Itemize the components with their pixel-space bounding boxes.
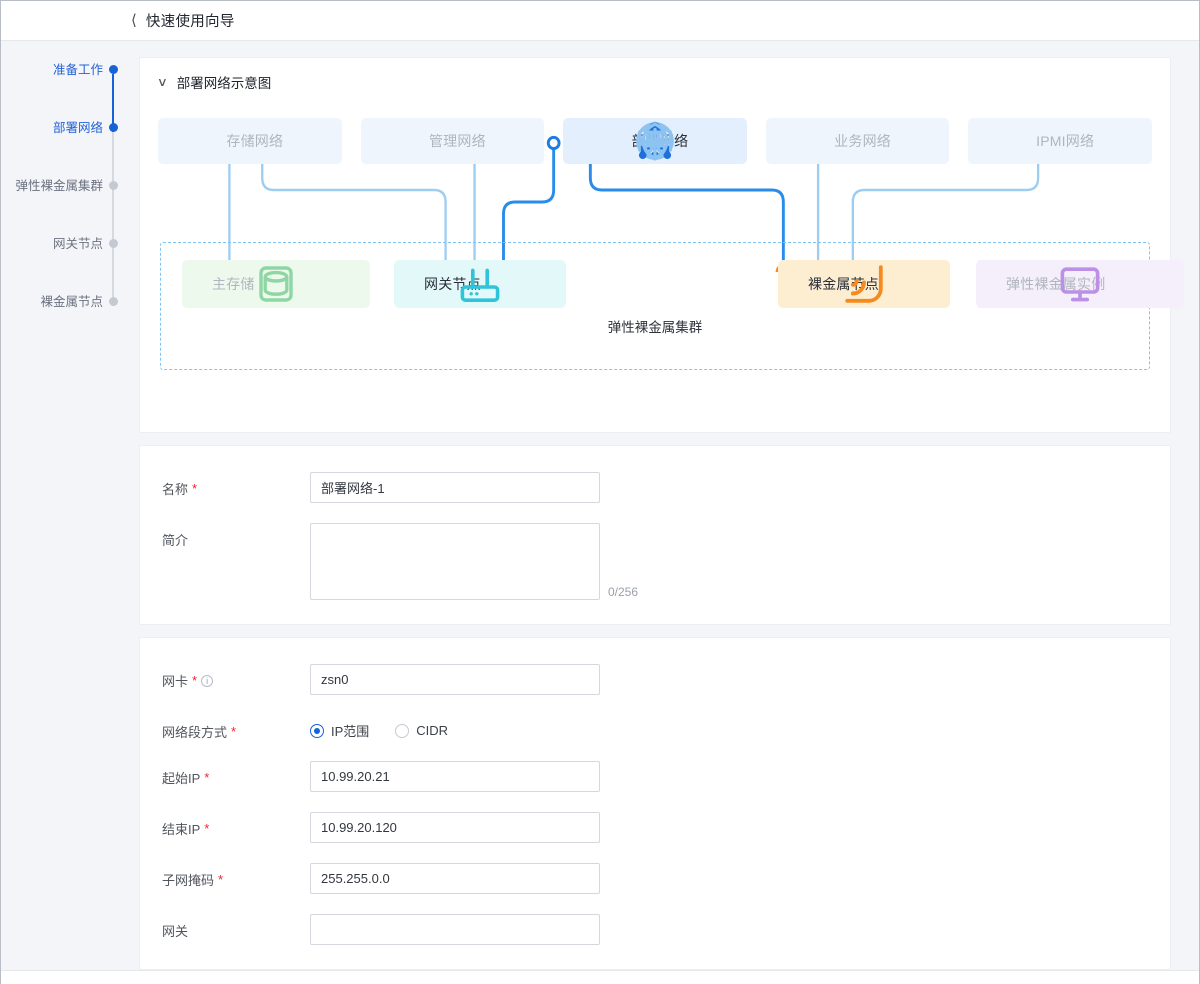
step-label: 裸金属节点 bbox=[40, 295, 103, 309]
step-label: 部署网络 bbox=[52, 121, 103, 135]
sidebar-item-bare-metal-cluster[interactable]: 弹性裸金属集群 bbox=[1, 179, 123, 248]
steps-rail: 准备工作 部署网络 弹性裸金属集群 网关节点 裸金属节点 bbox=[1, 41, 123, 970]
node-chip-label: 弹性裸金属实例 bbox=[1006, 276, 1106, 292]
cluster-caption: 弹性裸金属集群 bbox=[607, 320, 703, 335]
label-nic: 网卡 * i bbox=[140, 664, 310, 690]
label-text: 起始IP bbox=[162, 771, 201, 786]
step-connector bbox=[112, 190, 114, 248]
node-chip-gateway[interactable]: 网关节点 bbox=[394, 260, 566, 308]
required-marker: * bbox=[218, 872, 224, 887]
label-text: 网络段方式 bbox=[162, 725, 228, 740]
sidebar-item-prepare[interactable]: 准备工作 bbox=[1, 63, 123, 132]
label-netmask: 子网掩码 * bbox=[140, 863, 310, 889]
top-bar: ⟨ 快速使用向导 bbox=[1, 1, 1199, 41]
required-marker: * bbox=[231, 724, 237, 739]
node-chip-label: 主存储 bbox=[212, 276, 255, 292]
form-row-start-ip: 起始IP * bbox=[140, 761, 1170, 792]
label-start-ip: 起始IP * bbox=[140, 761, 310, 787]
label-text: 结束IP bbox=[162, 822, 201, 837]
form-row-segment-mode: 网络段方式 * IP范围 CIDR bbox=[140, 715, 1170, 741]
basic-info-form: 名称 * 简介 0/256 bbox=[139, 445, 1171, 625]
form-row-end-ip: 结束IP * bbox=[140, 812, 1170, 843]
form-row-gateway: 网关 bbox=[140, 914, 1170, 945]
step-dot bbox=[109, 123, 118, 132]
label-text: 网关 bbox=[162, 924, 189, 939]
label-end-ip: 结束IP * bbox=[140, 812, 310, 838]
node-chip-elastic-instance[interactable]: 弹性裸金属实例 bbox=[976, 260, 1184, 308]
node-chip-bare-metal[interactable]: 裸金属节点 bbox=[778, 260, 950, 308]
panel-header: ∨ 部署网络示意图 bbox=[156, 72, 1152, 92]
label-text: 名称 bbox=[162, 482, 189, 497]
description-textarea[interactable] bbox=[310, 523, 600, 600]
radio-mark bbox=[395, 723, 410, 738]
end-ip-input[interactable] bbox=[310, 812, 600, 843]
chevron-left-icon[interactable]: ⟨ bbox=[131, 12, 137, 29]
network-topology: 存储网络 管理网络 bbox=[158, 98, 1184, 418]
step-dot bbox=[109, 239, 118, 248]
radio-label: CIDR bbox=[416, 723, 449, 738]
node-chip-primary-storage[interactable]: 主存储 bbox=[182, 260, 370, 308]
step-dot bbox=[109, 65, 118, 74]
sidebar-item-gateway-node[interactable]: 网关节点 bbox=[1, 237, 123, 306]
required-marker: * bbox=[192, 673, 198, 688]
step-label: 准备工作 bbox=[52, 63, 103, 77]
form-row-name: 名称 * bbox=[140, 472, 1170, 503]
label-text: 网卡 bbox=[162, 674, 189, 689]
required-marker: * bbox=[204, 770, 210, 785]
required-marker: * bbox=[204, 821, 210, 836]
chevron-down-icon[interactable]: ∨ bbox=[156, 75, 168, 89]
network-card-ipmi[interactable]: IPMI网络 bbox=[638, 118, 1152, 164]
label-segment-mode: 网络段方式 * bbox=[140, 715, 310, 741]
radio-mark bbox=[310, 723, 324, 738]
step-connector bbox=[112, 248, 114, 306]
form-row-netmask: 子网掩码 * bbox=[140, 863, 1170, 894]
step-connector bbox=[112, 132, 114, 190]
step-connector bbox=[112, 74, 114, 132]
label-description: 简介 bbox=[140, 523, 310, 549]
network-card-business[interactable]: 业务网络 bbox=[641, 118, 950, 164]
required-marker: * bbox=[192, 481, 198, 496]
netmask-input[interactable] bbox=[310, 863, 600, 894]
form-row-description: 简介 0/256 bbox=[140, 523, 1170, 600]
segment-mode-radio-group: IP范围 CIDR bbox=[310, 715, 448, 740]
network-cards-row: 存储网络 管理网络 bbox=[158, 118, 1152, 164]
step-label: 弹性裸金属集群 bbox=[15, 179, 103, 193]
network-card-label: IPMI网络 bbox=[1036, 133, 1095, 149]
step-dot bbox=[109, 181, 118, 190]
body: 准备工作 部署网络 弹性裸金属集群 网关节点 裸金属节点 bbox=[1, 41, 1199, 970]
gateway-input[interactable] bbox=[310, 914, 600, 945]
sidebar-item-bare-metal-node[interactable]: 裸金属节点 bbox=[1, 295, 123, 353]
label-name: 名称 * bbox=[140, 472, 310, 498]
step-label: 网关节点 bbox=[52, 237, 103, 251]
start-ip-input[interactable] bbox=[310, 761, 600, 792]
network-config-form: 网卡 * i 网络段方式 * bbox=[139, 637, 1171, 970]
network-diagram-card: ∨ 部署网络示意图 bbox=[139, 57, 1184, 433]
footer-actions: 取消 下一步：创建弹性裸金属集群 bbox=[1, 970, 1199, 984]
step-dot bbox=[109, 297, 118, 306]
sidebar-item-deploy-network[interactable]: 部署网络 bbox=[1, 121, 123, 190]
page-title: 快速使用向导 bbox=[145, 14, 235, 30]
form-row-nic: 网卡 * i bbox=[140, 664, 1170, 695]
character-counter: 0/256 bbox=[608, 585, 639, 599]
panel-title: 部署网络示意图 bbox=[176, 76, 272, 91]
label-text: 简介 bbox=[162, 533, 189, 548]
radio-cidr[interactable]: CIDR bbox=[395, 723, 448, 738]
main-content: ∨ 部署网络示意图 bbox=[123, 41, 1199, 970]
network-card-management[interactable]: 管理网络 bbox=[360, 118, 672, 164]
label-gateway: 网关 bbox=[140, 914, 310, 940]
radio-ip-range[interactable]: IP范围 bbox=[310, 721, 369, 740]
network-card-label: 管理网络 bbox=[428, 133, 486, 149]
nic-input[interactable] bbox=[310, 664, 600, 695]
label-text: 子网掩码 bbox=[162, 873, 215, 888]
network-card-label: 存储网络 bbox=[226, 133, 284, 149]
radio-label: IP范围 bbox=[331, 724, 370, 739]
network-card-label: 业务网络 bbox=[834, 133, 891, 149]
name-input[interactable] bbox=[310, 472, 600, 503]
info-circle-icon[interactable]: i bbox=[201, 674, 214, 687]
